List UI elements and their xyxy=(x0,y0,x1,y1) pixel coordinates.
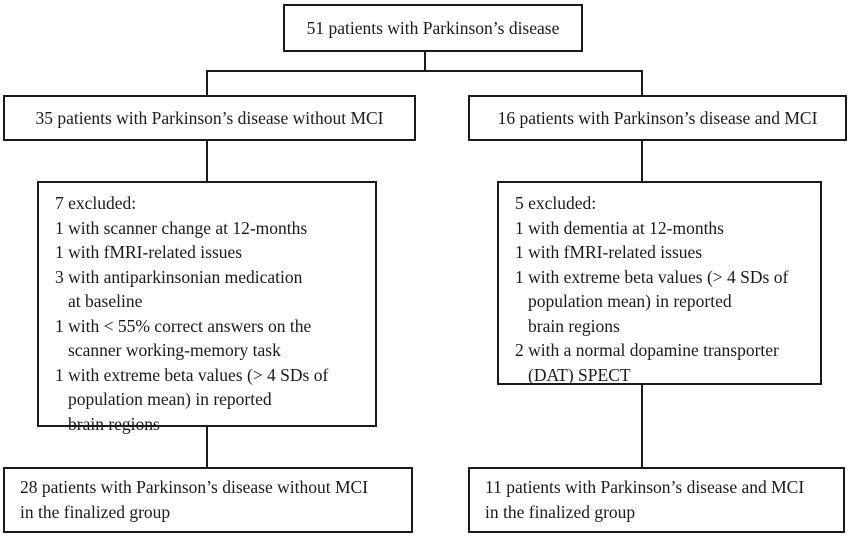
mci-excluded-line: 2 with a normal dopamine transporter xyxy=(515,340,779,360)
no-mci-excluded-line: brain regions xyxy=(68,413,160,434)
total-patients-label: 51 patients with Parkinson’s disease xyxy=(306,17,560,38)
no-mci-group-box: 35 patients with Parkinson’s disease wit… xyxy=(3,95,416,141)
mci-excluded-line: (DAT) SPECT xyxy=(528,364,631,385)
no-mci-final-line: in the finalized group xyxy=(20,501,171,522)
connector-left-excluded-to-final xyxy=(206,426,208,468)
mci-group-label: 16 patients with Parkinson’s disease and… xyxy=(497,107,818,128)
mci-excluded-line: 1 with dementia at 12-months xyxy=(515,217,724,238)
mci-group-box: 16 patients with Parkinson’s disease and… xyxy=(468,95,847,141)
mci-excluded-line: population mean) in reported xyxy=(528,291,732,311)
no-mci-excluded-line: at baseline xyxy=(68,291,143,311)
no-mci-excluded-heading: 7 excluded: xyxy=(55,193,137,213)
no-mci-excluded-box: 7 excluded: 1 with scanner change at 12-… xyxy=(37,181,377,434)
no-mci-excluded-line: 3 with antiparkinsonian medication xyxy=(55,266,303,287)
no-mci-final-line: 28 patients with Parkinson’s disease wit… xyxy=(20,477,369,497)
connector-split-to-right-group xyxy=(641,70,643,96)
no-mci-excluded-line: 1 with < 55% correct answers on the xyxy=(55,315,312,336)
connector-left-group-to-excluded xyxy=(206,140,208,182)
mci-final-line: 11 patients with Parkinson’s disease and… xyxy=(485,477,805,497)
mci-excluded-box: 5 excluded: 1 with dementia at 12-months… xyxy=(497,181,822,385)
no-mci-excluded-line: population mean) in reported xyxy=(68,389,272,409)
connector-right-group-to-excluded xyxy=(641,140,643,182)
no-mci-excluded-line: 1 with scanner change at 12-months xyxy=(55,217,308,238)
connector-split-to-left-group xyxy=(206,70,208,96)
mci-excluded-line: brain regions xyxy=(528,315,620,336)
mci-excluded-line: 1 with extreme beta values (> 4 SDs of xyxy=(515,266,789,287)
no-mci-excluded-line: 1 with extreme beta values (> 4 SDs of xyxy=(55,364,329,385)
connector-top-to-split xyxy=(424,51,426,72)
no-mci-excluded-line: scanner working-memory task xyxy=(68,340,281,360)
connector-split-horizontal xyxy=(206,70,643,72)
mci-excluded-heading: 5 excluded: xyxy=(515,193,597,213)
no-mci-final-box: 28 patients with Parkinson’s disease wit… xyxy=(3,467,413,533)
mci-excluded-line: 1 with fMRI-related issues xyxy=(515,242,703,262)
connector-right-excluded-to-final xyxy=(641,384,643,468)
no-mci-excluded-line: 1 with fMRI-related issues xyxy=(55,242,243,262)
mci-final-box: 11 patients with Parkinson’s disease and… xyxy=(468,467,845,533)
no-mci-group-label: 35 patients with Parkinson’s disease wit… xyxy=(35,107,384,128)
mci-final-line: in the finalized group xyxy=(485,501,636,522)
total-patients-box: 51 patients with Parkinson’s disease xyxy=(283,4,583,52)
